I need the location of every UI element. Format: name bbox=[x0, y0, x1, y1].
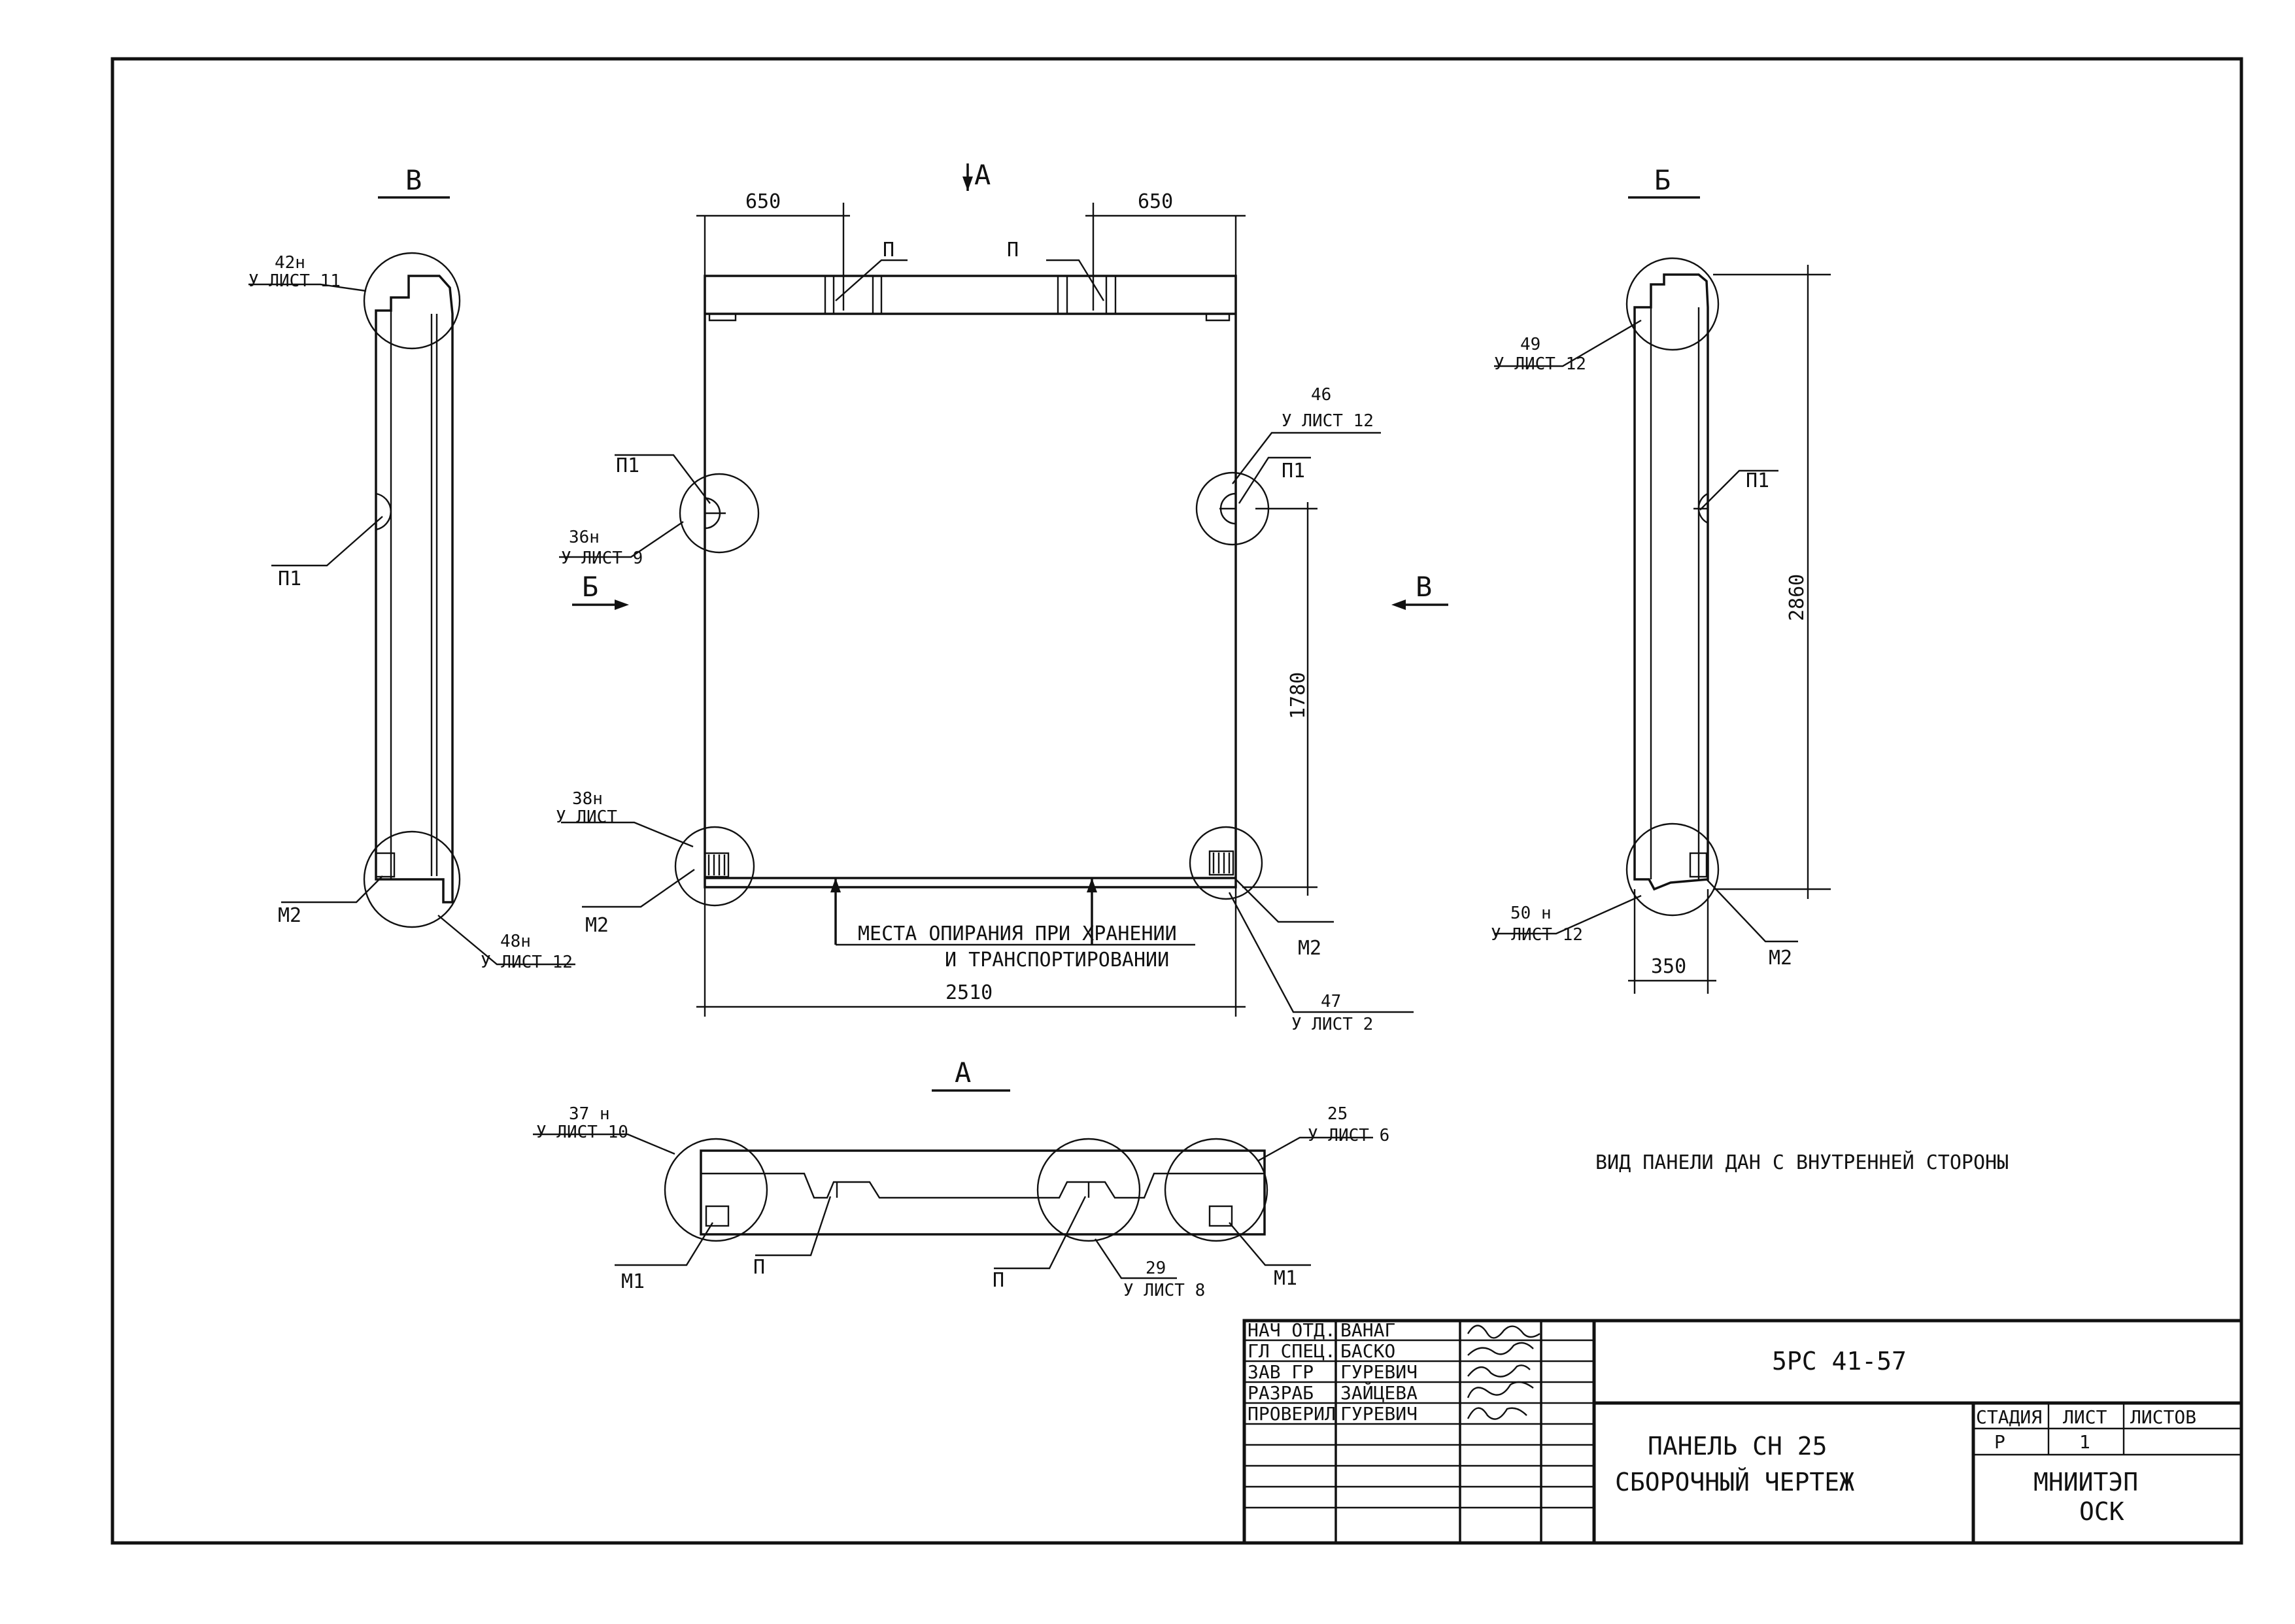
detail-circle-49 bbox=[1625, 257, 1720, 351]
front-view: 650 650 А П П П1 36н У ЛИСТ 9 46 У ЛИСТ … bbox=[556, 159, 1448, 1034]
callout-46-sheet: У ЛИСТ 12 bbox=[1282, 411, 1374, 431]
organization-line1: МНИИТЭП bbox=[2033, 1468, 2138, 1497]
callout-25-sheet: У ЛИСТ 6 bbox=[1308, 1126, 1389, 1145]
role-5: ПРОВЕРИЛ bbox=[1248, 1403, 1336, 1425]
view-a-arrow-label: А bbox=[974, 159, 991, 191]
callout-50-num: 50 н bbox=[1510, 904, 1552, 923]
callout-49-num: 49 bbox=[1520, 335, 1540, 354]
role-3: ЗАВ ГР bbox=[1248, 1361, 1314, 1383]
general-note: ВИД ПАНЕЛИ ДАН С ВНУТРЕННЕЙ СТОРОНЫ bbox=[1595, 1151, 2009, 1174]
callout-37-sheet: У ЛИСТ 10 bbox=[536, 1123, 628, 1142]
document-name-line1: ПАНЕЛЬ СН 25 bbox=[1648, 1432, 1828, 1461]
front-panel-outline bbox=[704, 275, 1237, 888]
stage-value: Р bbox=[1994, 1431, 2005, 1453]
name-1: ВАНАГ bbox=[1340, 1319, 1395, 1341]
detail-circle-38 bbox=[674, 826, 755, 907]
callout-47-sheet: У ЛИСТ 2 bbox=[1291, 1015, 1373, 1034]
sheet-value: 1 bbox=[2079, 1431, 2090, 1453]
plan-a-p-right-label: П bbox=[993, 1269, 1004, 1292]
front-m2-left-label: М2 bbox=[585, 914, 609, 937]
sheet-header: ЛИСТ bbox=[2063, 1406, 2107, 1428]
drawing-frame bbox=[110, 57, 2243, 1545]
role-2: ГЛ СПЕЦ. bbox=[1248, 1340, 1336, 1362]
dim-350: 350 bbox=[1651, 955, 1686, 978]
callout-36-num: 36н bbox=[569, 528, 600, 547]
name-4: ЗАЙЦЕВА bbox=[1340, 1381, 1418, 1404]
support-note-line2: И ТРАНСПОРТИРОВАНИИ bbox=[945, 949, 1169, 972]
callout-29-num: 29 bbox=[1146, 1259, 1166, 1278]
plan-a-outline bbox=[700, 1149, 1266, 1236]
callout-47-num: 47 bbox=[1321, 992, 1341, 1011]
front-p1-left-label: П1 bbox=[616, 454, 639, 477]
name-3: ГУРЕВИЧ bbox=[1340, 1361, 1418, 1383]
callout-49-sheet: У ЛИСТ 12 bbox=[1494, 354, 1586, 374]
front-p1-right-label: П1 bbox=[1282, 460, 1305, 482]
organization-line2: ОСК bbox=[2079, 1497, 2124, 1526]
support-note-line1: МЕСТА ОПИРАНИЯ ПРИ ХРАНЕНИИ bbox=[858, 922, 1177, 945]
sheets-header: ЛИСТОВ bbox=[2130, 1406, 2196, 1428]
dim-2510: 2510 bbox=[945, 981, 993, 1004]
detail-circle-29 bbox=[1036, 1138, 1141, 1242]
front-m2-right-label: М2 bbox=[1298, 937, 1321, 960]
plan-a: А 37 н У ЛИСТ 10 25 У ЛИСТ 6 М1 П П 29 У… bbox=[533, 1057, 1389, 1300]
view-b-arrow-label: Б bbox=[582, 571, 598, 603]
plan-a-m1-right-label: М1 bbox=[1274, 1267, 1297, 1290]
detail-circle-37 bbox=[664, 1138, 768, 1242]
detail-circle-42 bbox=[363, 252, 461, 350]
view-v-arrow-label: В bbox=[1416, 571, 1432, 603]
signatures bbox=[1467, 1325, 1540, 1420]
section-b-p1-label: П1 bbox=[1746, 469, 1769, 492]
title-block: НАЧ ОТД. ГЛ СПЕЦ. ЗАВ ГР РАЗРАБ ПРОВЕРИЛ… bbox=[1242, 1319, 2243, 1545]
callout-38-sheet: У ЛИСТ bbox=[556, 807, 617, 827]
dim-650-right: 650 bbox=[1138, 190, 1173, 213]
dim-1780: 1780 bbox=[1287, 672, 1310, 719]
dim-2860: 2860 bbox=[1786, 574, 1809, 621]
front-p-right-label: П bbox=[1007, 239, 1019, 262]
section-b-m2-label: М2 bbox=[1769, 947, 1792, 970]
plan-a-title: А bbox=[955, 1057, 971, 1089]
callout-46-num: 46 bbox=[1311, 385, 1331, 405]
callout-42-num: 42н bbox=[275, 253, 305, 273]
callout-36-sheet: У ЛИСТ 9 bbox=[561, 549, 643, 568]
detail-circle-47 bbox=[1189, 826, 1263, 900]
role-1: НАЧ ОТД. bbox=[1248, 1319, 1336, 1341]
callout-48-num: 48н bbox=[500, 932, 531, 951]
callout-48-sheet: У ЛИСТ 12 bbox=[481, 953, 573, 972]
section-v-m2-label: М2 bbox=[278, 904, 301, 927]
name-2: БАСКО bbox=[1340, 1340, 1395, 1362]
section-v-p1-label: П1 bbox=[278, 567, 301, 590]
plan-a-p-left-label: П bbox=[753, 1256, 765, 1279]
section-v-title: В bbox=[405, 164, 422, 196]
detail-circle-25 bbox=[1164, 1138, 1268, 1242]
name-5: ГУРЕВИЧ bbox=[1340, 1403, 1418, 1425]
plan-a-m1-left-label: М1 bbox=[621, 1270, 645, 1293]
section-v: В 42н У ЛИСТ 11 П1 М2 48н У ЛИСТ 12 bbox=[248, 164, 575, 972]
detail-circle-36 bbox=[679, 473, 760, 554]
callout-29-sheet: У ЛИСТ 8 bbox=[1123, 1281, 1205, 1300]
detail-circle-50 bbox=[1625, 822, 1720, 917]
callout-38-num: 38н bbox=[572, 789, 603, 809]
document-code: 5РС 41-57 bbox=[1772, 1347, 1907, 1376]
document-name-line2: СБОРОЧНЫЙ ЧЕРТЕЖ bbox=[1615, 1468, 1854, 1497]
callout-25-num: 25 bbox=[1327, 1104, 1348, 1124]
section-b: Б 49 У ЛИСТ 12 П1 50 н У ЛИСТ 12 М2 2860… bbox=[1491, 164, 1831, 994]
front-p-left-label: П bbox=[883, 239, 894, 262]
section-b-title: Б bbox=[1654, 164, 1671, 196]
dim-650-left: 650 bbox=[745, 190, 781, 213]
stage-header: СТАДИЯ bbox=[1976, 1406, 2042, 1428]
callout-37-num: 37 н bbox=[569, 1104, 610, 1124]
callout-50-sheet: У ЛИСТ 12 bbox=[1491, 925, 1583, 945]
callout-42-sheet: У ЛИСТ 11 bbox=[248, 271, 341, 291]
role-4: РАЗРАБ bbox=[1248, 1382, 1314, 1404]
detail-circle-48 bbox=[363, 830, 461, 928]
